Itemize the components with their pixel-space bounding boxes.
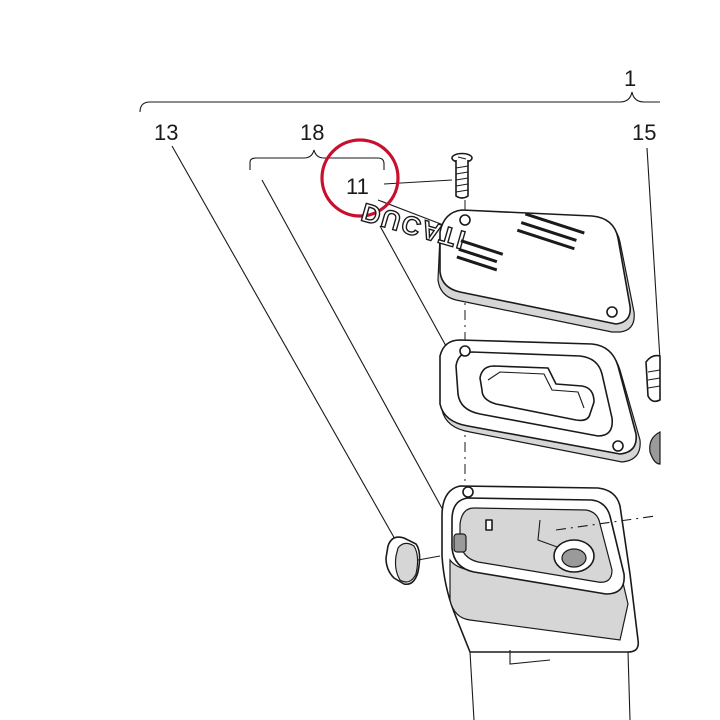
plug-grommet [385, 536, 441, 586]
label-18: 18 [300, 120, 324, 145]
assembly-bracket: 1 [139, 66, 660, 113]
label-15: 15 [632, 120, 656, 145]
callout-15: 15 [632, 120, 661, 361]
ducati-logo: DUCATI [358, 197, 470, 256]
label-11: 11 [346, 174, 369, 199]
screw [451, 152, 473, 199]
right-partial-parts [645, 354, 661, 465]
callout-13: 13 [154, 120, 401, 549]
callout-11: 11 [320, 138, 453, 347]
highlight-circle [320, 138, 400, 218]
label-1: 1 [624, 66, 636, 91]
reservoir-cover: DUCATI [357, 196, 635, 333]
label-13: 13 [154, 120, 178, 145]
cover-warning-text [456, 212, 585, 272]
reservoir-body [441, 485, 656, 720]
callout-18: 18 [249, 120, 445, 513]
reservoir-gasket [439, 339, 641, 463]
